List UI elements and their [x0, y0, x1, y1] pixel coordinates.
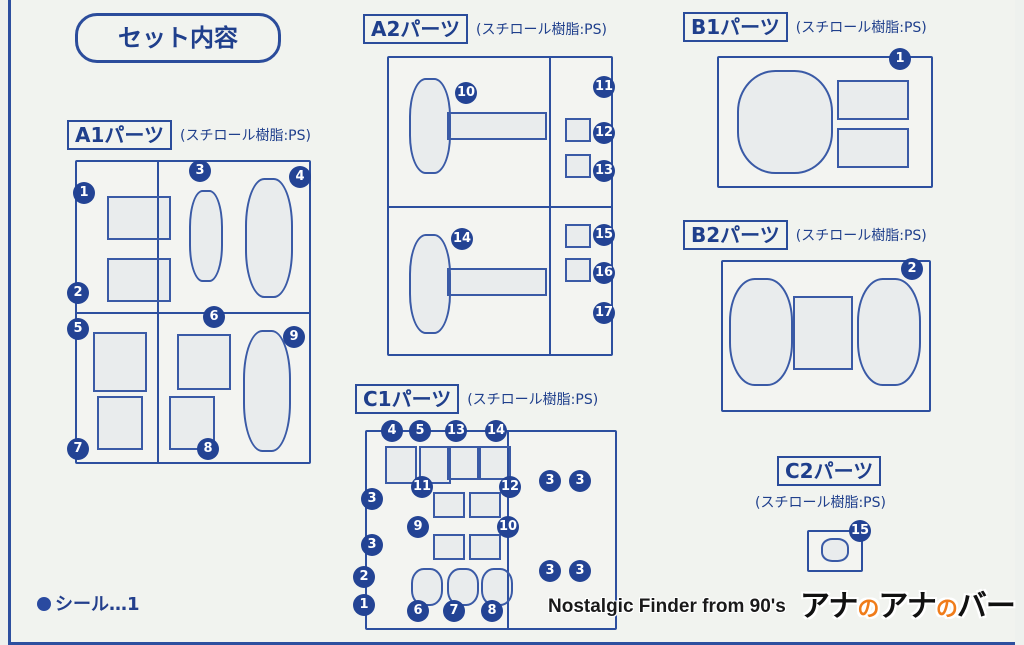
part-number: 3 — [539, 470, 561, 492]
part-number: 6 — [407, 600, 429, 622]
b2-parts-heading: B2パーツ (スチロール樹脂:PS) — [683, 220, 927, 250]
c1-sprue — [365, 430, 617, 630]
part-number: 1 — [353, 594, 375, 616]
part-number: 3 — [361, 488, 383, 510]
part-number: 1 — [73, 182, 95, 204]
part-number: 9 — [407, 516, 429, 538]
part-number: 10 — [497, 516, 519, 538]
part-number: 17 — [593, 302, 615, 324]
a1-material: (スチロール樹脂:PS) — [180, 128, 311, 144]
c1-parts-label: C1パーツ — [355, 384, 460, 414]
part-number: 8 — [481, 600, 503, 622]
part-number: 14 — [485, 420, 507, 442]
part-number: 4 — [289, 166, 311, 188]
part-number: 3 — [189, 160, 211, 182]
part-number: 9 — [283, 326, 305, 348]
b1-parts-label: B1パーツ — [683, 12, 788, 42]
a1-parts-label: A1パーツ — [67, 120, 172, 150]
part-number: 4 — [381, 420, 403, 442]
c2-parts-label: C2パーツ — [777, 456, 882, 486]
part-number: 7 — [443, 600, 465, 622]
part-number: 12 — [499, 476, 521, 498]
part-number: 1 — [889, 48, 911, 70]
part-number: 11 — [411, 476, 433, 498]
part-number: 12 — [593, 122, 615, 144]
part-number: 13 — [593, 160, 615, 182]
seal-text: シール…1 — [55, 594, 140, 615]
c2-parts-heading: C2パーツ — [777, 456, 882, 486]
part-number: 6 — [203, 306, 225, 328]
part-number: 2 — [67, 282, 89, 304]
part-number: 7 — [67, 438, 89, 460]
watermark-text: Nostalgic Finder from 90's — [548, 596, 786, 617]
part-number: 3 — [361, 534, 383, 556]
b2-parts-label: B2パーツ — [683, 220, 788, 250]
part-number: 14 — [451, 228, 473, 250]
a2-parts-label: A2パーツ — [363, 14, 468, 44]
set-contents-title: セット内容 — [75, 13, 281, 63]
part-number: 16 — [593, 262, 615, 284]
b1-material: (スチロール樹脂:PS) — [795, 20, 927, 36]
part-number: 5 — [67, 318, 89, 340]
seal-count: シール…1 — [37, 590, 140, 616]
part-number: 5 — [409, 420, 431, 442]
b2-material: (スチロール樹脂:PS) — [795, 228, 927, 244]
c2-material: (スチロール樹脂:PS) — [755, 495, 886, 511]
b1-parts-heading: B1パーツ (スチロール樹脂:PS) — [683, 12, 927, 42]
part-number: 3 — [539, 560, 561, 582]
a1-parts-heading: A1パーツ (スチロール樹脂:PS) — [67, 120, 311, 150]
part-number: 3 — [569, 470, 591, 492]
bullet-icon — [37, 597, 51, 611]
site-logo: アナのアナのバー — [800, 589, 1016, 624]
a2-parts-heading: A2パーツ (スチロール樹脂:PS) — [363, 14, 607, 44]
a1-sprue — [75, 160, 311, 464]
a2-sprue — [387, 56, 613, 356]
c1-material: (スチロール樹脂:PS) — [467, 392, 599, 408]
part-number: 15 — [593, 224, 615, 246]
part-number: 15 — [849, 520, 871, 542]
b1-sprue — [717, 56, 933, 188]
part-number: 11 — [593, 76, 615, 98]
b2-sprue — [721, 260, 931, 412]
instruction-sheet: セット内容 A1パーツ (スチロール樹脂:PS) 1 2 3 4 5 6 7 8… — [8, 0, 1015, 645]
part-number: 8 — [197, 438, 219, 460]
c1-parts-heading: C1パーツ (スチロール樹脂:PS) — [355, 384, 598, 414]
part-number: 13 — [445, 420, 467, 442]
a2-material: (スチロール樹脂:PS) — [476, 22, 607, 38]
part-number: 10 — [455, 82, 477, 104]
part-number: 3 — [569, 560, 591, 582]
part-number: 2 — [901, 258, 923, 280]
part-number: 2 — [353, 566, 375, 588]
